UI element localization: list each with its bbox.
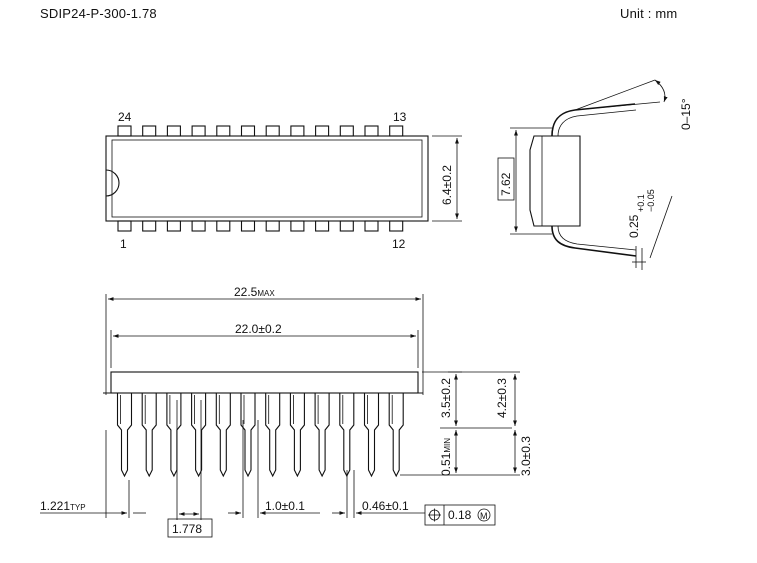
side-lead-upper-inner	[557, 109, 637, 137]
front-body	[110, 371, 419, 394]
mmc-modifier-label: M	[480, 511, 488, 521]
lead-thickness-tol-plus: +0.1	[636, 194, 646, 212]
width-dim-label: 6.4±0.2	[440, 165, 454, 205]
top-view: 24 13 1 12 6.4±0.2	[105, 110, 462, 251]
top-pin-lower	[315, 220, 330, 232]
top-pin-lower	[240, 220, 256, 232]
lead-length-label: 3.0±0.3	[519, 436, 533, 476]
shoulder-width-label: 1.0±0.1	[265, 499, 305, 513]
angle-ref-line-tilted	[574, 79, 656, 111]
pitch-label: 1.778	[172, 522, 202, 536]
lead-thk-leader	[649, 195, 673, 259]
total-height-label: 4.2±0.3	[495, 378, 509, 418]
body-length-label: 22.0±0.2	[235, 322, 282, 336]
row-spacing-label: 7.62	[499, 172, 513, 196]
pitch-basic-box	[167, 518, 213, 538]
side-body	[529, 135, 581, 227]
front-lead	[289, 392, 305, 478]
lead-thickness-tol-minus: −0.05	[646, 189, 656, 212]
front-lead	[215, 392, 231, 478]
top-pin-lower	[265, 220, 280, 232]
end-offset-label: 1.221TYP	[40, 499, 86, 513]
top-pin-lower	[339, 220, 354, 232]
top-pin-upper	[142, 125, 157, 137]
pin-1-label: 1	[120, 237, 127, 251]
top-view-body-inner	[111, 139, 423, 218]
lead-thickness-label: 0.25	[627, 214, 641, 238]
top-pin-upper	[364, 125, 379, 137]
top-pin-lower	[191, 220, 206, 232]
pin-13-label: 13	[393, 110, 407, 124]
top-pin-lower	[166, 220, 181, 232]
top-pin-upper	[216, 125, 231, 137]
top-pins-upper	[117, 125, 404, 137]
side-view: 7.62 0–15° 0.25 +0.1 −0.05	[497, 79, 693, 270]
side-lead-lower-outer	[551, 225, 637, 257]
top-pin-upper	[240, 125, 256, 137]
top-pin-lower	[389, 220, 404, 232]
position-tolerance-value: 0.18	[448, 508, 472, 522]
top-pin-lower	[142, 220, 157, 232]
top-pin-upper	[191, 125, 206, 137]
pin-12-label: 12	[392, 237, 406, 251]
top-pin-upper	[315, 125, 330, 137]
unit-label: Unit : mm	[620, 6, 678, 21]
position-tolerance-frame	[424, 504, 496, 526]
overall-length-label: 22.5MAX	[234, 285, 275, 299]
top-pin-upper	[290, 125, 305, 137]
top-pin-upper	[339, 125, 354, 137]
front-lead	[166, 392, 182, 478]
front-lead	[339, 392, 355, 478]
top-pin-lower	[216, 220, 231, 232]
package-code-label: SDIP24-P-300-1.78	[40, 6, 157, 21]
top-pin-upper	[166, 125, 181, 137]
top-pin-upper	[265, 125, 280, 137]
body-height-label: 3.5±0.2	[439, 378, 453, 418]
pin-24-label: 24	[118, 110, 132, 124]
angle-ref-line	[574, 101, 661, 111]
top-view-body-outer	[105, 135, 429, 222]
mmc-modifier-icon	[477, 508, 491, 522]
top-pin-lower	[117, 220, 132, 232]
side-lead-upper-outer	[551, 103, 636, 137]
top-pins-lower	[117, 220, 404, 232]
front-lead	[191, 392, 207, 478]
front-view: 22.5MAX 22.0±0.2 3.5±0.2 4.2±0.3 0.51MIN…	[40, 285, 533, 538]
front-lead	[265, 392, 281, 478]
pin1-notch	[105, 169, 120, 197]
row-spacing-basic-box	[497, 157, 515, 201]
lead-width-label: 0.46±0.1	[362, 499, 409, 513]
front-lead	[116, 392, 133, 478]
front-lead	[314, 392, 330, 478]
top-pin-lower	[290, 220, 305, 232]
side-lead-lower-inner	[557, 225, 637, 251]
angle-arc	[654, 79, 668, 103]
front-leads	[116, 392, 404, 478]
front-lead	[363, 392, 380, 478]
top-pin-upper	[389, 125, 404, 137]
top-pin-upper	[117, 125, 132, 137]
front-lead	[388, 392, 404, 478]
standoff-label: 0.51MIN	[439, 438, 453, 476]
angle-label: 0–15°	[679, 98, 693, 130]
top-pin-lower	[364, 220, 379, 232]
front-lead	[141, 392, 157, 478]
